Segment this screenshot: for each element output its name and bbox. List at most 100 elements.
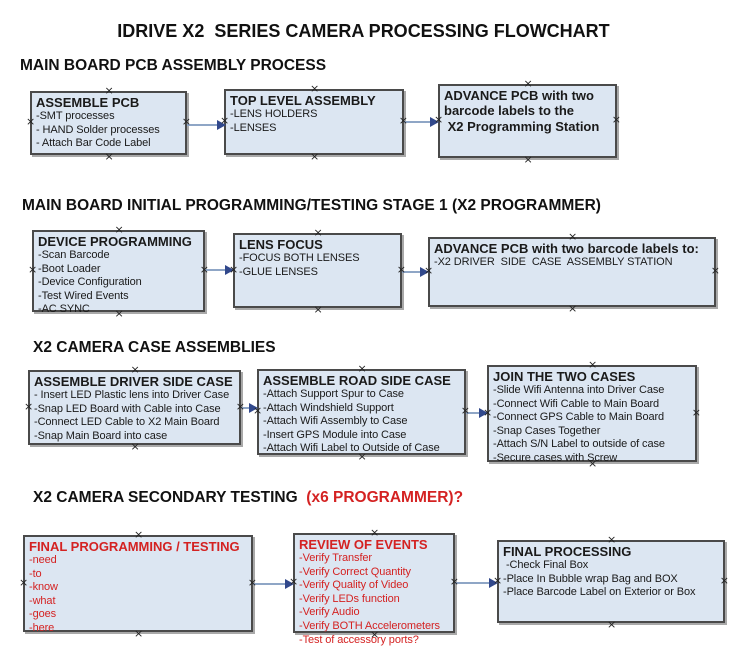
box-item: -Snap LED Board with Cable into Case xyxy=(34,402,221,415)
box-item: -Check Final Box xyxy=(503,559,589,571)
flow-box-review-of-events: × × × × REVIEW OF EVENTS -Verify Transfe… xyxy=(289,527,459,646)
connection-point-icon: × xyxy=(24,399,34,413)
box-item: -need xyxy=(29,554,57,566)
box-item: -AC SYNC xyxy=(38,303,90,316)
box-item: -Secure cases with Screw xyxy=(493,451,618,464)
box-item: -Place Barcode Label on Exterior or Box xyxy=(503,586,696,599)
connection-point-icon: × xyxy=(235,399,245,413)
connection-point-icon: × xyxy=(607,618,617,631)
box-title: FINAL PROCESSING xyxy=(503,544,632,559)
box-title: LENS FOCUS xyxy=(239,237,323,252)
connection-point-icon: × xyxy=(181,115,191,128)
box-item: -goes xyxy=(29,608,57,621)
flow-box-advance-pcb-driver-side-station: × × × × ADVANCE PCB with two barcode lab… xyxy=(424,231,720,314)
flow-box-assemble-driver-side-case: × × × × ASSEMBLE DRIVER SIDE CASE - Inse… xyxy=(24,364,245,452)
connection-point-icon: × xyxy=(370,526,380,539)
connection-point-icon: × xyxy=(114,223,124,236)
connection-point-icon: × xyxy=(588,457,598,470)
box-item: -here xyxy=(29,621,55,634)
arrowhead-icon xyxy=(217,120,226,130)
connection-point-icon: × xyxy=(357,362,367,375)
connection-point-icon: × xyxy=(199,263,209,276)
box-item: -Snap Main Board into case xyxy=(34,429,168,442)
connection-point-icon: × xyxy=(398,114,408,127)
box-item: -Connect Wifi Cable to Main Board xyxy=(493,397,660,410)
box-item: -Verify Correct Quantity xyxy=(299,565,411,578)
flow-box-final-processing: × × × × FINAL PROCESSING -Check Final Bo… xyxy=(493,534,729,630)
connection-point-icon: × xyxy=(310,150,320,163)
connection-point-icon: × xyxy=(460,404,470,417)
connection-point-icon: × xyxy=(247,575,257,589)
box-item: -LENSES xyxy=(230,121,277,134)
box-item: -Connect GPS Cable to Main Board xyxy=(493,411,665,424)
connection-point-icon: × xyxy=(588,358,598,371)
box-title: ASSEMBLE ROAD SIDE CASE xyxy=(263,373,451,388)
box-item: -Place In Bubble wrap Bag and BOX xyxy=(503,572,678,585)
connector-arrow xyxy=(187,120,226,130)
connection-point-icon: × xyxy=(691,405,701,419)
connection-point-icon: × xyxy=(313,303,323,316)
connection-point-icon: × xyxy=(134,627,144,640)
box-item: -FOCUS BOTH LENSES xyxy=(239,252,360,264)
connector-arrow xyxy=(253,579,294,589)
box-item: -SMT processes xyxy=(36,110,115,122)
box-title: JOIN THE TWO CASES xyxy=(493,369,636,384)
connection-point-icon: × xyxy=(229,262,239,276)
box-item: -Attach S/N Label to outside of case xyxy=(493,438,665,451)
connection-point-icon: × xyxy=(370,628,380,641)
box-item: -Verify Quality of Video xyxy=(299,579,409,592)
box-title: ADVANCE PCB with two barcode labels to: xyxy=(434,241,699,256)
connection-point-icon: × xyxy=(396,262,406,276)
connector-arrow xyxy=(404,117,439,127)
connector-arrow xyxy=(241,403,258,413)
box-item: -Test of accessory ports? xyxy=(299,633,419,646)
box-title: ADVANCE PCB with two xyxy=(444,88,594,103)
connection-point-icon: × xyxy=(104,84,114,97)
box-item: - Attach Bar Code Label xyxy=(36,137,151,150)
arrowhead-icon xyxy=(479,408,488,418)
flow-box-assemble-pcb: × × × × ASSEMBLE PCB -SMT processes - HA… xyxy=(26,85,191,162)
connection-point-icon: × xyxy=(130,440,140,453)
box-title: FINAL PROGRAMMING / TESTING xyxy=(29,539,240,554)
arrowhead-icon xyxy=(420,267,429,277)
connection-point-icon: × xyxy=(523,153,533,166)
connector-arrow xyxy=(205,265,234,275)
box-title: ASSEMBLE DRIVER SIDE CASE xyxy=(34,374,233,389)
box-item: -Slide Wifi Antenna into Driver Case xyxy=(493,384,665,396)
box-item: -Boot Loader xyxy=(38,262,101,275)
box-title: ASSEMBLE PCB xyxy=(36,95,140,110)
box-item: - Insert LED Plastic lens into Driver Ca… xyxy=(34,389,230,401)
connection-point-icon: × xyxy=(313,226,323,239)
box-title: TOP LEVEL ASSEMBLY xyxy=(230,93,376,108)
arrowhead-icon xyxy=(285,579,294,589)
section-heading-text: X2 CAMERA CASE ASSEMBLIES xyxy=(33,339,276,356)
box-item: -Test Wired Events xyxy=(38,289,129,302)
box-item: -Attach Wifi Assembly to Case xyxy=(263,415,408,428)
connector-arrow xyxy=(455,578,498,588)
connection-point-icon: × xyxy=(114,307,124,320)
connection-point-icon: × xyxy=(568,302,578,315)
box-item: -Device Configuration xyxy=(38,276,142,289)
section-heading-red-text: (x6 PROGRAMMER)? xyxy=(302,489,464,506)
connector-arrow xyxy=(402,267,429,277)
box-item: -Snap Cases Together xyxy=(493,424,601,437)
section-heading-text: MAIN BOARD PCB ASSEMBLY PROCESS xyxy=(20,57,327,74)
flow-box-top-level-assembly: × × × × TOP LEVEL ASSEMBLY -LENS HOLDERS… xyxy=(220,83,408,162)
arrowhead-icon xyxy=(225,265,234,275)
section-heading-text: X2 CAMERA SECONDARY TESTING xyxy=(33,489,302,506)
connection-point-icon: × xyxy=(310,82,320,95)
box-item: -Attach Windshield Support xyxy=(263,401,394,414)
connection-point-icon: × xyxy=(493,573,503,587)
section-heading-text: MAIN BOARD INITIAL PROGRAMMING/TESTING S… xyxy=(22,197,601,214)
flow-box-lens-focus: × × × × LENS FOCUS -FOCUS BOTH LENSES -G… xyxy=(229,227,406,315)
box-item: -LENS HOLDERS xyxy=(230,108,318,120)
connection-point-icon: × xyxy=(719,573,729,587)
connection-point-icon: × xyxy=(449,575,459,588)
connection-point-icon: × xyxy=(19,575,29,589)
connection-point-icon: × xyxy=(134,528,144,541)
connection-point-icon: × xyxy=(289,575,299,588)
box-item: -GLUE LENSES xyxy=(239,265,318,278)
connection-point-icon: × xyxy=(568,230,578,243)
connection-point-icon: × xyxy=(130,363,140,376)
flow-box-final-programming-testing: × × × × FINAL PROGRAMMING / TESTING -nee… xyxy=(19,529,257,639)
